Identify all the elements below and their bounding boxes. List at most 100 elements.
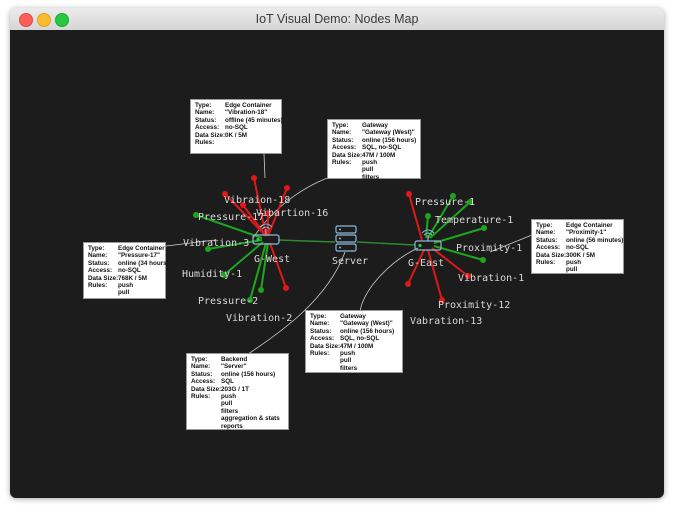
field-label: Type: (191, 356, 208, 363)
sensor-dot[interactable] (439, 297, 445, 303)
minimize-window-button[interactable] (37, 13, 51, 27)
sensor-label-proximity-1[interactable]: Proximity-1 (456, 243, 522, 254)
sensor-dot[interactable] (284, 185, 290, 191)
field-value: Type: Gateway (332, 122, 416, 129)
leader-proximity1 (489, 234, 533, 253)
geast-label[interactable]: G-East (408, 258, 444, 269)
field-value: Type:Edge Container (195, 102, 277, 109)
sensor-label-pressure-2[interactable]: Pressure-2 (198, 296, 258, 307)
sensor-dot[interactable] (258, 287, 264, 293)
field-value: 768K / 5M (118, 274, 148, 282)
sensor-dot[interactable] (251, 175, 257, 181)
field-value: online (34 hours) (118, 259, 169, 267)
field-value: Data Size:300K / 5M (536, 252, 619, 259)
sensor-dot[interactable] (480, 257, 486, 263)
field-label: Access: (191, 378, 216, 386)
info-panel-pressure-17: Type:Edge Container Name:"Pressure-17" S… (83, 242, 169, 299)
sensor-label-proximity-12[interactable]: Proximity-12 (438, 300, 510, 311)
close-window-button[interactable] (19, 13, 33, 27)
sensor-dot[interactable] (406, 191, 412, 197)
sensor-dot[interactable] (465, 273, 471, 279)
field-value: Name:"Vibration-18" (195, 109, 277, 116)
sensor-dot[interactable] (221, 272, 227, 278)
field-value: Status:online (156 hours) (310, 328, 398, 335)
sensor-label-pressure-17[interactable]: Pressure-17 (198, 212, 264, 223)
sensor-dot[interactable] (240, 202, 246, 208)
sensor-label-temperature-1[interactable]: Temperature-1 (435, 215, 513, 226)
field-value: SQL, no-SQL (340, 335, 380, 343)
sensor-label-pressure-1[interactable]: Pressure-1 (415, 197, 475, 208)
field-value: Gateway (362, 122, 388, 129)
sensor-label-vibartion-16[interactable]: Vibartion-16 (256, 208, 328, 219)
field-value: pull (221, 400, 233, 408)
field-value: Backend (221, 356, 248, 363)
field-label: Data Size: (332, 151, 363, 159)
sensor-dot[interactable] (405, 281, 411, 287)
field-value: push (118, 282, 134, 290)
field-value: 300K / 5M (566, 251, 596, 259)
server-icon[interactable] (335, 225, 357, 252)
field-value: reports (221, 422, 243, 430)
sensor-dot[interactable] (481, 225, 487, 231)
field-label: Name: (310, 320, 330, 328)
geast-router-icon[interactable] (414, 229, 442, 251)
gwest-router-icon[interactable] (252, 223, 280, 245)
field-value: online (156 hours) (221, 370, 276, 378)
sensor-dot[interactable] (450, 193, 456, 199)
field-label: Type: (310, 313, 327, 320)
field-value: Status: online (156 hours) (191, 371, 284, 378)
sensor-label-humidity-1[interactable]: Humidity-1 (182, 269, 242, 280)
field-value: no-SQL (566, 244, 589, 252)
info-panel-gateway-bottom: Type:Gateway Name:"Gateway (West)" Statu… (305, 310, 403, 373)
sensor-dot[interactable] (193, 212, 199, 218)
field-value: 47M / 100M (362, 151, 396, 159)
field-value: online (156 hours) (340, 327, 395, 335)
sensor-label-vibration-3[interactable]: Vibration-3 (183, 238, 249, 249)
gwest-label[interactable]: G-West (254, 254, 290, 265)
sensor-label-vibraion-18[interactable]: Vibraion-18 (224, 195, 290, 206)
sensor-dot[interactable] (247, 297, 253, 303)
field-value: Access:no-SQL (88, 267, 161, 274)
field-value: "Vibration-18" (225, 109, 268, 117)
field-value: offline (45 minutes) (225, 116, 283, 124)
sensor-dot[interactable] (265, 210, 271, 216)
nodes-map-canvas[interactable]: G-West G-East Server Vibraion-18 Vibarti… (10, 30, 664, 498)
field-value: Rules: (195, 139, 277, 146)
field-value: pull (340, 357, 352, 365)
sensor-dot[interactable] (425, 213, 431, 219)
field-value: Type: Backend (191, 356, 284, 363)
field-value: pull (566, 266, 578, 274)
link-gwest-server (277, 239, 336, 243)
maximize-window-button[interactable] (55, 13, 69, 27)
sensor-dot[interactable] (222, 191, 228, 197)
field-value: online (156 hours) (362, 136, 417, 144)
sensor-label-vabration-13[interactable]: Vabration-13 (410, 316, 482, 327)
field-label: Type: (536, 222, 553, 229)
field-label: Rules: (310, 350, 330, 358)
field-value: pull (118, 289, 130, 297)
sensor-label-vibration-2[interactable]: Vibration-2 (226, 313, 292, 324)
field-value: Edge Container (118, 245, 165, 252)
field-label: Data Size: (536, 251, 567, 259)
sensor-dot[interactable] (205, 246, 211, 252)
field-value: filters (340, 364, 358, 372)
leader-vibration18 (263, 153, 266, 179)
server-label[interactable]: Server (332, 256, 368, 267)
field-value: filters (221, 407, 239, 415)
field-value: Edge Container (566, 222, 613, 229)
window-title: IoT Visual Demo: Nodes Map (255, 12, 419, 26)
field-label: Rules: (88, 282, 108, 290)
field-value: no-SQL (225, 124, 248, 132)
sensor-dot[interactable] (467, 199, 473, 205)
sensor-label-vibration-1[interactable]: Vibration-1 (458, 273, 524, 284)
nodes-map: G-West G-East Server Vibraion-18 Vibarti… (149, 153, 533, 359)
sensor-dot[interactable] (283, 285, 289, 291)
field-value: Name:"Proximity-1" (536, 229, 619, 236)
field-value: Status:offline (45 minutes) (195, 117, 283, 124)
field-label: Type: (332, 122, 349, 129)
field-label: Status: (191, 370, 213, 378)
field-label: Data Size: (310, 342, 341, 350)
field-value: SQL, no-SQL (362, 144, 402, 152)
field-label: Type: (195, 102, 212, 109)
field-value: Access:SQL (191, 378, 284, 385)
